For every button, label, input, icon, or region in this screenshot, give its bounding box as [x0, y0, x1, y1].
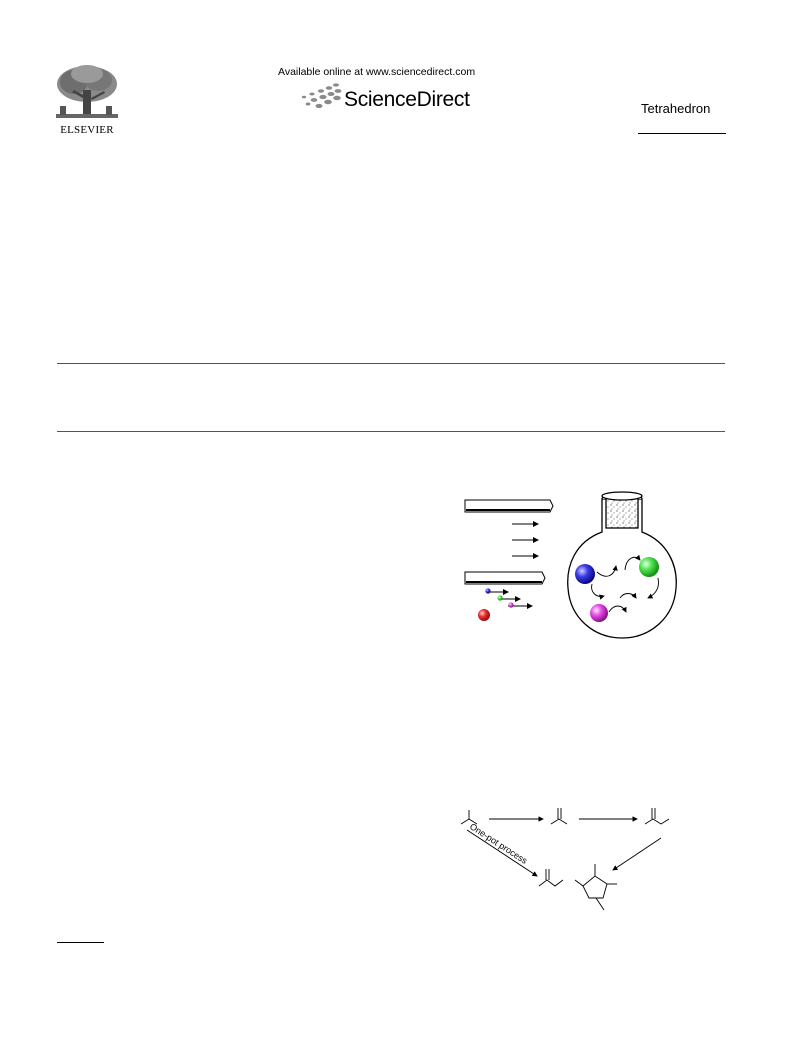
small-blue-sphere: [485, 588, 491, 594]
small-magenta-sphere: [508, 602, 514, 608]
abstract-bottom-rule: [57, 431, 725, 432]
sequential-steps-scheme: [464, 499, 554, 609]
elsevier-tree-logo-icon: [52, 64, 122, 136]
round-bottom-flask-icon: [567, 491, 677, 639]
sciencedirect-wordmark: ScienceDirect: [344, 88, 470, 111]
available-online-text: Available online at www.sciencedirect.co…: [278, 66, 476, 78]
journal-title: Tetrahedron: [641, 101, 711, 116]
red-sphere: [478, 609, 490, 621]
journal-title-underline: [638, 133, 726, 134]
footnote-rule: [57, 942, 104, 943]
abstract-top-rule: [57, 363, 725, 364]
green-sphere: [639, 557, 659, 577]
magenta-sphere: [590, 604, 608, 622]
sciencedirect-dots-logo-icon: [298, 82, 344, 112]
graphical-abstract-figure-flask: [460, 486, 710, 656]
graphical-abstract-reaction-scheme: One-pot process: [455, 800, 695, 920]
blue-sphere: [575, 564, 595, 584]
publisher-name: ELSEVIER: [60, 124, 114, 136]
one-pot-process-label: One-pot process: [468, 821, 530, 866]
small-green-sphere: [497, 595, 503, 601]
